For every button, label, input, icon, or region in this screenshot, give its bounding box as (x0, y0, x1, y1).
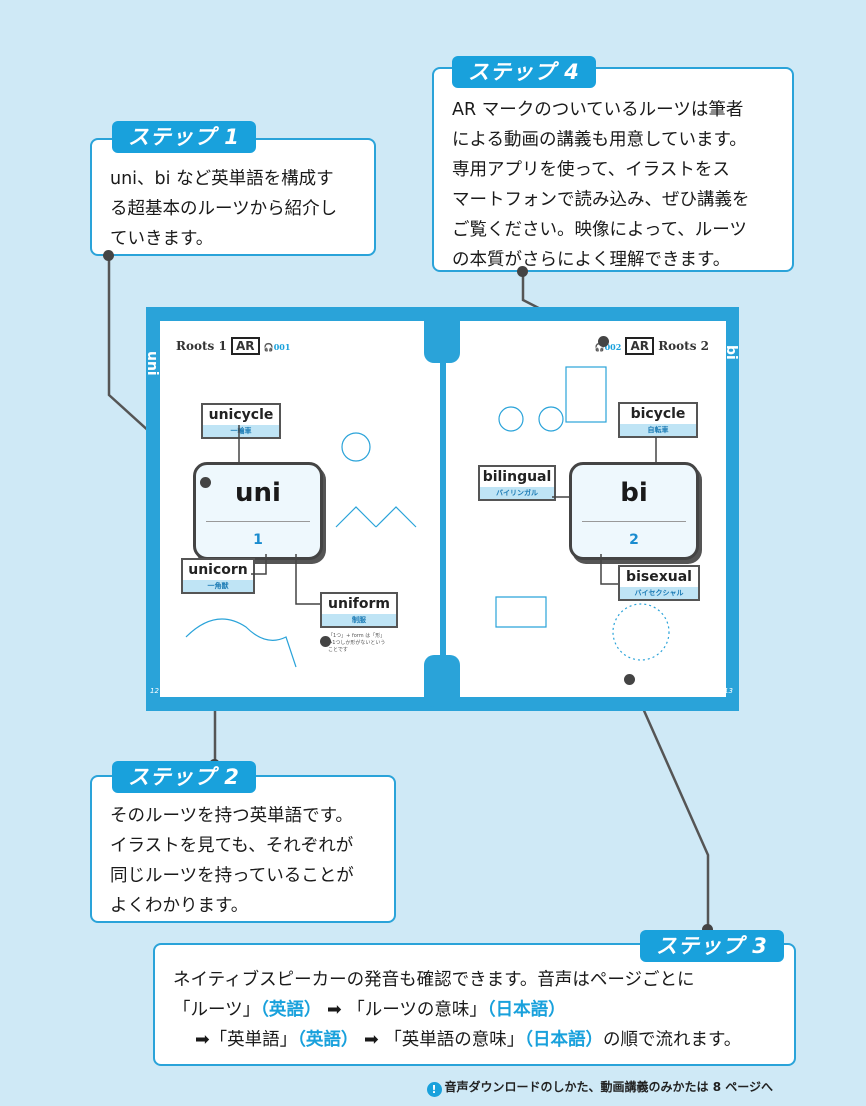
step3-callout: ネイティブスピーカーの発音も確認できます。音声はページごとに 「ルーツ」（英語）… (153, 943, 796, 1066)
text-span: ➡ 「ルーツの意味」 (321, 1000, 487, 1020)
step1-callout: uni、bi など英単語を構成す る超基本のルーツから紹介し ていきます。 (90, 138, 376, 256)
city-illustration (565, 366, 607, 423)
root-word: uni (206, 465, 310, 522)
text-span: の順で流れます。 (602, 1030, 742, 1050)
word-box-unicycle: unicycle 一輪車 (201, 403, 281, 439)
books-illustration (495, 596, 547, 628)
step2-line: そのルーツを持つ英単語です。 (110, 806, 353, 826)
step4-line: による動画の講義も用意しています。 (452, 130, 747, 150)
step2-line: 同じルーツを持っていることが (110, 866, 354, 886)
word-box-bicycle: bicycle 自転車 (618, 402, 698, 438)
step3-tag: ステップ 3 (640, 930, 784, 962)
note-line: →1つしか形がないという (328, 640, 386, 646)
bicycle-illustration (498, 406, 524, 432)
step4-pointer-dot (517, 266, 528, 277)
word-ja: バイセクシャル (620, 587, 698, 599)
page-number-left: 12 (150, 687, 159, 695)
step4-line: マートフォンで読み込み、ぜひ講義を (452, 190, 750, 210)
word-box-bilingual: bilingual バイリンガル (478, 465, 556, 501)
step1-target-dot (200, 477, 211, 488)
step4-line: ご覧ください。映像によって、ルーツ (452, 220, 747, 240)
step1-line: ていきます。 (110, 229, 214, 249)
step3-pointer-dot (702, 924, 713, 935)
right-header: 🎧002 AR Roots 2 (595, 337, 709, 355)
word-ja: 一角獣 (183, 580, 253, 592)
text-span: 「ルーツ」 (173, 1000, 261, 1020)
step3-line: 「ルーツ」（英語） ➡ 「ルーツの意味」（日本語） (173, 995, 776, 1025)
left-header: Roots 1 AR 🎧001 (176, 337, 290, 355)
word-box-uniform: uniform 制服 (320, 592, 398, 628)
highlight-span: （英語） (260, 1000, 322, 1020)
audio-icon: 🎧002 (594, 342, 622, 352)
word-ja: 制服 (322, 614, 396, 626)
roots-label: Roots 1 (176, 339, 227, 353)
page-tab (424, 655, 460, 707)
word-box-bisexual: bisexual バイセクシャル (618, 565, 700, 601)
unicycle-illustration (341, 432, 371, 462)
ar-mark: AR (625, 337, 654, 355)
highlight-span: （日本語） (524, 1030, 603, 1050)
exclamation-icon: ! (426, 1082, 442, 1097)
audio-icon: 🎧001 (263, 342, 291, 352)
step2-callout: そのルーツを持つ英単語です。 イラストを見ても、それぞれが 同じルーツを持ってい… (90, 775, 396, 923)
chapter-label: Chapter 1 (672, 321, 711, 329)
uniform-note: 「1つ」+ form は「形」 →1つしか形がないという ことです (328, 633, 385, 654)
step4-callout: AR マークのついているルーツは筆者 による動画の講義も用意しています。 専用ア… (432, 67, 794, 272)
word-ja: 自転車 (620, 424, 696, 436)
word-ja: バイリンガル (480, 487, 554, 499)
book-spread: Roots 1 AR 🎧001 🎧002 AR Roots 2 Chapter … (144, 307, 739, 711)
step4-line: の本質がさらによく理解できます。 (452, 250, 731, 270)
step2-target-dot (320, 636, 331, 647)
word-en: bisexual (626, 569, 692, 585)
illustrations (185, 366, 670, 668)
word-en: unicorn (188, 562, 248, 578)
step2-line: イラストを見ても、それぞれが (110, 836, 354, 856)
step4-line: 専用アプリを使って、イラストをス (452, 160, 730, 180)
note-line: ことです (328, 647, 348, 653)
step4-target-dot (598, 336, 609, 347)
word-en: unicycle (208, 407, 274, 423)
text-span: ➡「英単語」 (195, 1030, 298, 1050)
students-illustration (335, 506, 417, 528)
word-en: bilingual (482, 469, 552, 485)
roots-label: Roots 2 (658, 339, 709, 353)
step1-pointer-dot (103, 250, 114, 261)
footer-text: 音声ダウンロードのしかた、動画講義のみかたは 8 ページへ (444, 1080, 773, 1094)
word-box-unicorn: unicorn 一角獣 (181, 558, 255, 594)
root-card-bi: bi 2 (569, 462, 699, 560)
unicorn-illustration (185, 618, 297, 668)
footer-note: !音声ダウンロードのしかた、動画講義のみかたは 8 ページへ (426, 1078, 773, 1097)
root-meaning: 2 (629, 532, 639, 548)
step3-target-dot (624, 674, 635, 685)
text-span: ➡ 「英単語の意味」 (358, 1030, 525, 1050)
highlight-span: （英語） (297, 1030, 359, 1050)
step1-line: る超基本のルーツから紹介し (110, 199, 338, 219)
step1-tag: ステップ 1 (112, 121, 256, 153)
word-en: bicycle (630, 406, 686, 422)
root-word: bi (582, 465, 686, 522)
highlight-span: （日本語） (486, 1000, 566, 1020)
bicycle-illustration (538, 406, 564, 432)
word-ja: 一輪車 (203, 425, 279, 437)
step3-line: ネイティブスピーカーの発音も確認できます。音声はページごとに (173, 970, 695, 990)
note-line: 「1つ」+ form は「形」 (328, 633, 386, 639)
side-label-left: uni (144, 351, 160, 376)
step2-line: よくわかります。 (110, 896, 249, 916)
side-label-right: bi (723, 345, 739, 360)
step1-line: uni、bi など英単語を構成す (110, 169, 334, 189)
root-card-uni: uni 1 (193, 462, 323, 560)
step3-connector (628, 678, 710, 930)
ar-mark: AR (231, 337, 260, 355)
word-en: uniform (328, 596, 390, 612)
step3-line: ➡「英単語」（英語） ➡ 「英単語の意味」（日本語）の順で流れます。 (173, 1025, 776, 1055)
root-meaning: 1 (253, 532, 263, 548)
heart-illustration (612, 603, 670, 661)
step4-line: AR マークのついているルーツは筆者 (452, 100, 744, 120)
page-tab (424, 311, 460, 363)
page-number-right: 13 (724, 687, 733, 695)
step4-tag: ステップ 4 (452, 56, 596, 88)
step2-tag: ステップ 2 (112, 761, 256, 793)
